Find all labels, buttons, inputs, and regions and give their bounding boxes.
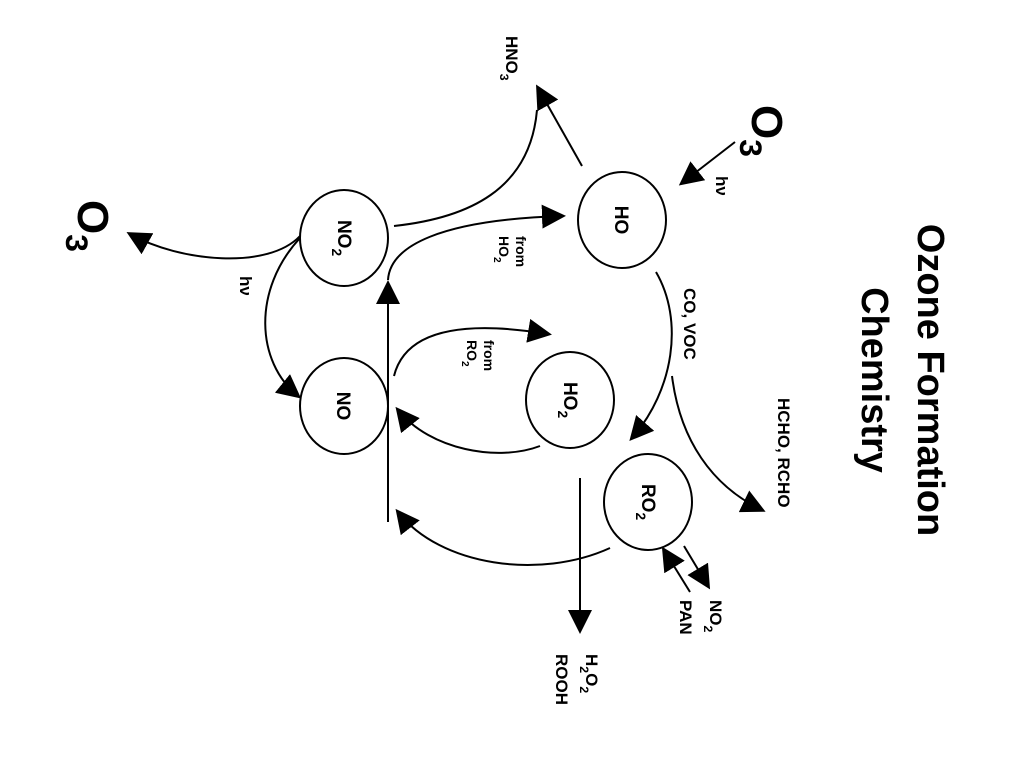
title-line-2: Chemistry <box>853 287 895 473</box>
pan-to-ro2-arrow <box>661 546 691 593</box>
from-ho2-line1: from <box>513 236 529 267</box>
o3-to-ho-arrow <box>678 141 736 186</box>
ho-node-label: HO <box>610 206 631 235</box>
no2-pan-line2: PAN <box>676 600 695 635</box>
no-node-label: NO <box>332 392 353 421</box>
ho2-node-label: HO2 <box>555 382 580 419</box>
no2-to-hno3-curve <box>393 109 538 227</box>
ho-to-hno3-arrow <box>536 84 583 167</box>
o3-left-label: O3 <box>59 200 117 252</box>
no-to-ho2-arrow <box>393 318 552 377</box>
ro2-to-pan-arrow <box>683 545 711 590</box>
no2-pan-line1: NO2 <box>701 600 725 633</box>
h2o2-rooh-line2: ROOH <box>552 654 571 705</box>
ro2-node-label: RO2 <box>633 484 658 521</box>
hno3-label: HNO3 <box>497 36 521 81</box>
no2-to-ho-arrow <box>387 204 566 281</box>
ho2-to-no-arrow <box>395 406 541 454</box>
ro2-to-vertical-arrow <box>395 508 611 566</box>
hv-left-label: hν <box>236 276 255 296</box>
ho2-node <box>525 351 615 449</box>
hcho-rcho-label: HCHO, RCHO <box>774 398 793 508</box>
ho-to-ro2-arrow <box>629 271 673 442</box>
co-voc-label: CO, VOC <box>680 288 699 360</box>
from-ro2-line2: RO2 <box>459 340 480 367</box>
h2o2-rooh-line1: H2O2 <box>577 654 601 693</box>
no2-node-label: NO2 <box>329 220 354 257</box>
hv-top-label: hν <box>712 176 731 196</box>
ho-node <box>577 171 667 269</box>
from-ho2-line2: HO2 <box>491 236 512 263</box>
o3-top-label: O3 <box>733 105 791 157</box>
ro2-node <box>603 453 693 551</box>
no2-to-no-arrow <box>264 237 302 399</box>
title-line-1: Ozone Formation <box>909 224 951 536</box>
to-hcho-rcho-arrow <box>671 375 766 513</box>
no2-to-o3-arrow <box>126 232 301 260</box>
from-ro2-line1: from <box>481 340 497 371</box>
